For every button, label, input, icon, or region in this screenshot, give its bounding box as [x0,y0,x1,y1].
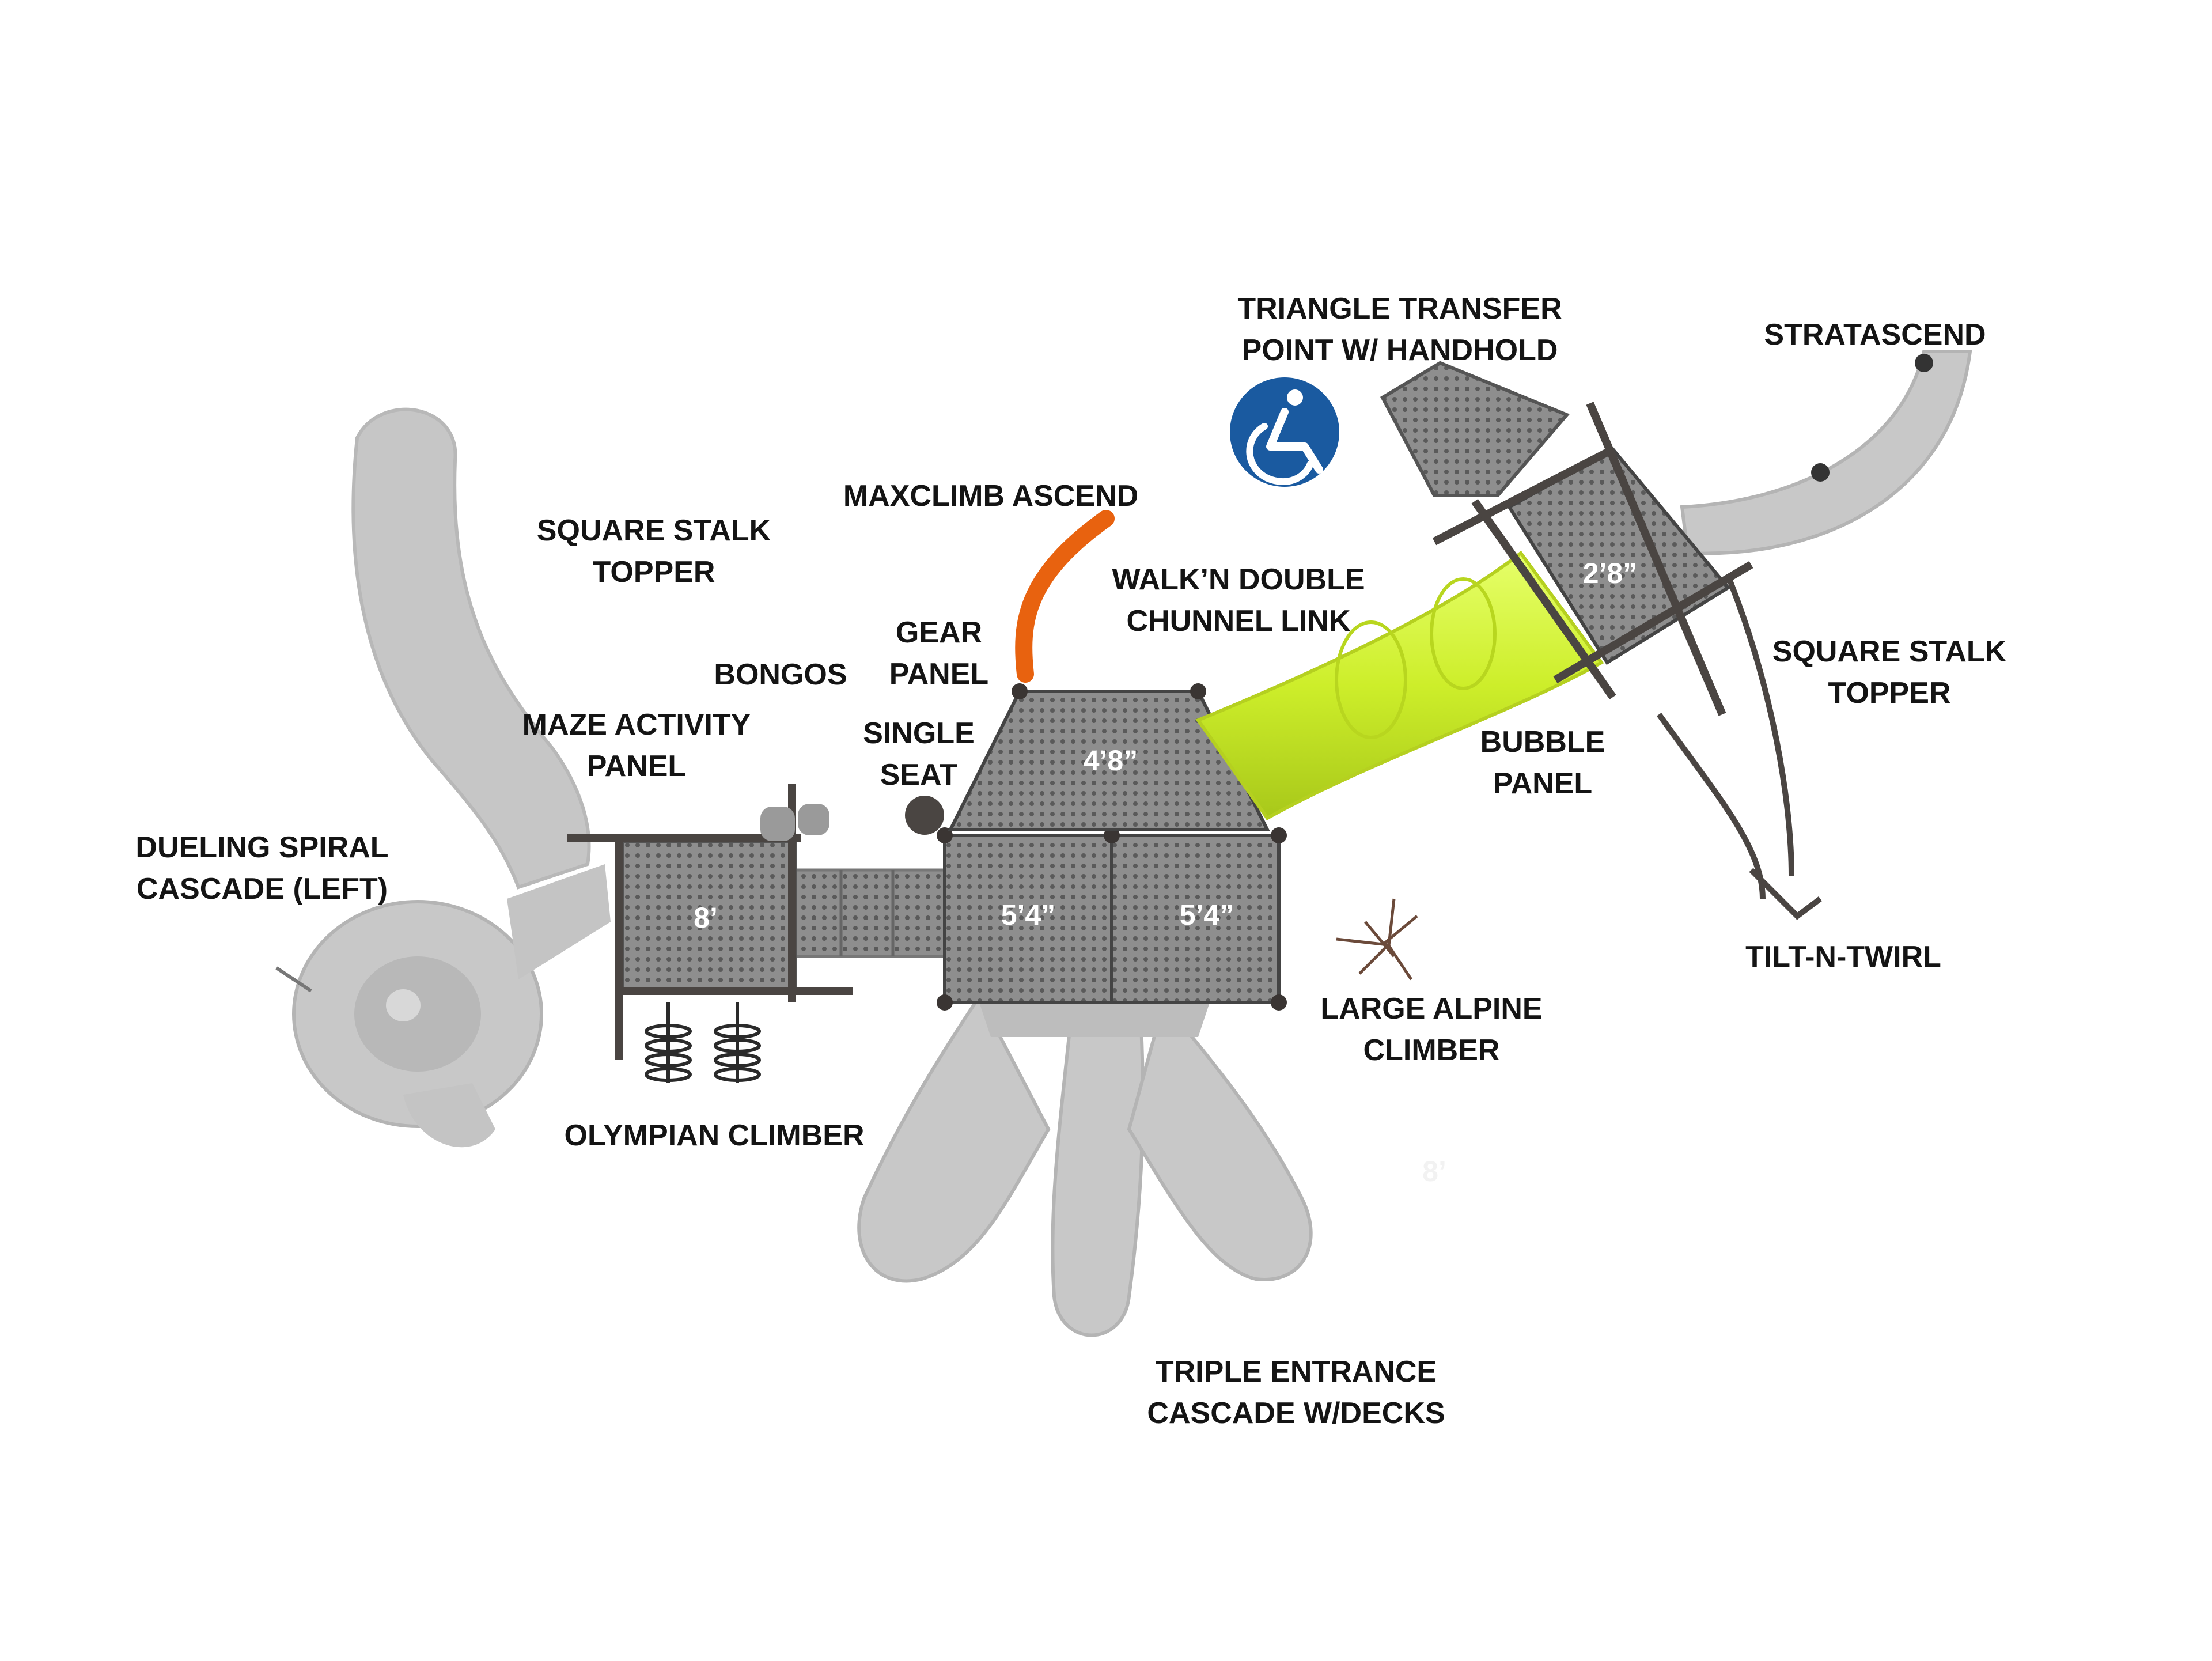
tilt-n-twirl [1656,575,1822,920]
deck-height-5-4-right: 5’4” [1180,899,1234,931]
walkn-double-chunnel-link [1195,550,1604,820]
label-maxclimb-ascend: MAXCLIMB ASCEND [843,479,1139,513]
deck-height-8: 8’ [694,902,718,934]
bongos [760,804,830,841]
deck-height-5-4-left: 5’4” [1001,899,1056,931]
triangle-transfer-point [1380,361,1570,497]
deck-bridge [790,868,946,958]
single-seat [905,796,944,835]
deck-height-faint-8: 8’ [1422,1155,1446,1187]
label-bongos: BONGOS [714,658,847,691]
dueling-spiral-slide [275,864,611,1148]
decks-5ft4 [937,827,1287,1011]
deck-4ft8 [948,683,1270,831]
triple-entrance-cascade [857,993,1313,1337]
stratascend-climber [1680,350,1972,555]
label-stratascend: STRATASCEND [1764,318,1986,351]
square-stalk-slide-left [351,407,591,890]
wheelchair-accessibility-icon [1230,377,1339,487]
large-alpine-climber [1336,898,1418,981]
deck-height-4-8: 4’8” [1084,744,1138,777]
deck-height-2-8: 2’8” [1583,557,1638,589]
maxclimb-ascend [1015,510,1115,683]
label-olympian-climber: OLYMPIAN CLIMBER [564,1119,865,1152]
deck-2ft8 [1432,402,1753,716]
deck-8ft [567,784,853,1060]
label-tilt-n-twirl: TILT-N-TWIRL [1745,940,1941,974]
olympian-climber [645,1002,761,1083]
